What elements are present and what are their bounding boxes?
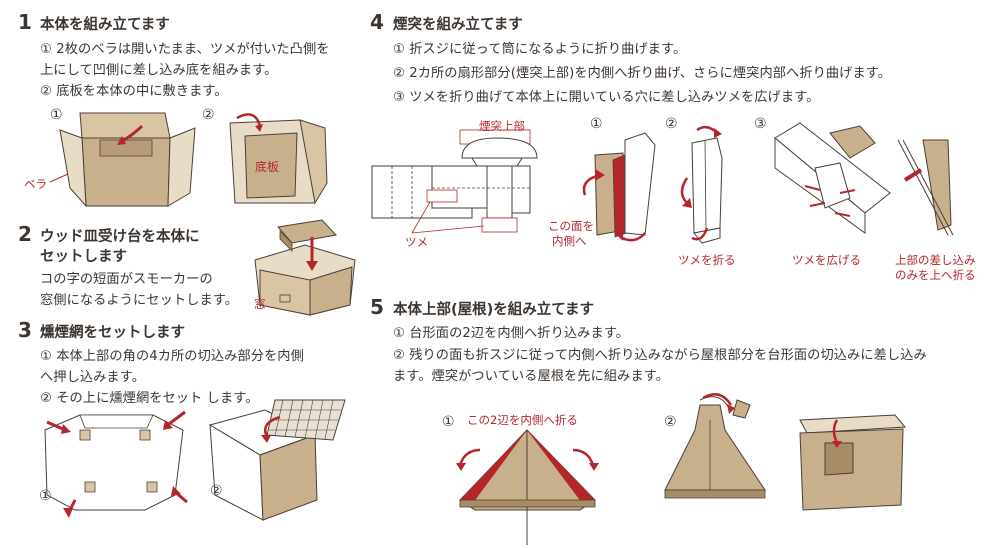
step1-fig1-number: ① xyxy=(50,107,63,123)
step5-fig2-number: ② xyxy=(664,414,677,430)
step5-number: 5 xyxy=(370,295,384,319)
step1-fig2-number: ② xyxy=(202,107,215,123)
step1-number: 1 xyxy=(18,10,32,34)
step1-box-illustration-1 xyxy=(59,112,196,208)
label-entotsu-jobu: 煙突上部 xyxy=(479,119,525,133)
step3-fig1-number: ① xyxy=(39,488,52,504)
step3-box-illustration-1 xyxy=(44,410,188,518)
label-sashikomi-1: 上部の差し込み xyxy=(895,253,976,267)
step4-chimney-insert xyxy=(774,122,891,234)
step3-title: 燻煙網をセットします xyxy=(40,325,185,341)
step1-box-illustration-2 xyxy=(229,113,328,205)
step5-roof-fold-2 xyxy=(664,393,766,499)
step3-box-illustration-2 xyxy=(208,399,346,521)
step4-line-3: ③ ツメを折り曲げて本体上に開いている穴に差し込みツメを広げます。 xyxy=(393,90,820,105)
step2-line-1: コの字の短面がスモーカーの xyxy=(40,272,213,287)
step5-fig1-number: ① xyxy=(442,414,455,430)
step5-line-3: ます。煙突がついている屋根を先に組みます。 xyxy=(393,369,669,384)
step1-line-1: ① 2枚のベラは開いたまま、ツメが付いた凸側を xyxy=(40,42,330,57)
label-mado: 窓 xyxy=(254,297,266,311)
step3-number: 3 xyxy=(18,318,32,342)
step5-roof-fold-1 xyxy=(456,429,599,545)
step1-title: 本体を組み立てます xyxy=(40,17,170,33)
step4-line-2: ② 2カ所の扇形部分(煙突上部)を内側へ折り曲げ、さらに煙突内部へ折り曲げます。 xyxy=(393,66,892,81)
label-kono-2hen: この2辺を内側へ折る xyxy=(467,413,578,427)
bera-leader-line xyxy=(49,173,69,183)
step1-line-3: ② 底板を本体の中に敷きます。 xyxy=(40,84,228,99)
step3-fig2-number: ② xyxy=(210,483,223,499)
label-tsume-oru: ツメを折る xyxy=(678,253,736,267)
label-kono-men-1: この面を xyxy=(548,219,594,233)
step4-number: 4 xyxy=(370,10,384,34)
step4-side-insert xyxy=(897,139,954,236)
step4-chimney-unfolded xyxy=(371,129,538,234)
step2-box-illustration xyxy=(254,219,356,316)
step2-line-2: 窓側になるようにセットします。 xyxy=(40,293,238,308)
label-tsume: ツメ xyxy=(405,235,428,249)
label-kono-men-2: 内側へ xyxy=(552,234,587,248)
step5-line-1: ① 台形面の2辺を内側へ折り込みます。 xyxy=(393,326,629,341)
step3-line-2: へ押し込みます。 xyxy=(40,370,145,385)
step5-title: 本体上部(屋根)を組み立てます xyxy=(393,302,595,318)
step4-fig2-number: ② xyxy=(665,116,678,132)
step4-fig3-number: ③ xyxy=(754,116,767,132)
step1-line-2: 上にして凹側に差し込み底を組みます。 xyxy=(40,63,278,78)
step2-title-line-2: セットします xyxy=(40,249,127,265)
step2-title-line-1: ウッド皿受け台を本体に xyxy=(40,229,200,245)
step2-number: 2 xyxy=(18,222,32,246)
step4-line-1: ① 折スジに従って筒になるように折り曲げます。 xyxy=(393,42,687,57)
step5-roof-fold-3 xyxy=(799,414,907,511)
step4-chimney-fold-1 xyxy=(582,132,656,242)
step5-line-2: ② 残りの面も折スジに従って内側へ折り込みながら屋根部分を台形面の切込みに差し込… xyxy=(393,348,927,363)
step4-fig1-number: ① xyxy=(590,116,603,132)
step3-line-1: ① 本体上部の角の4カ所の切込み部分を内側 xyxy=(40,349,304,364)
step3-line-3: ② その上に燻煙網をセット します。 xyxy=(40,391,259,406)
step4-chimney-fold-2 xyxy=(680,125,723,244)
label-tsume-hirogeru: ツメを広げる xyxy=(792,253,861,267)
step4-title: 煙突を組み立てます xyxy=(393,17,523,33)
label-sashikomi-2: のみを上へ折る xyxy=(895,268,976,282)
label-bera: ベラ xyxy=(24,177,47,191)
label-sokoita: 底板 xyxy=(255,160,280,174)
